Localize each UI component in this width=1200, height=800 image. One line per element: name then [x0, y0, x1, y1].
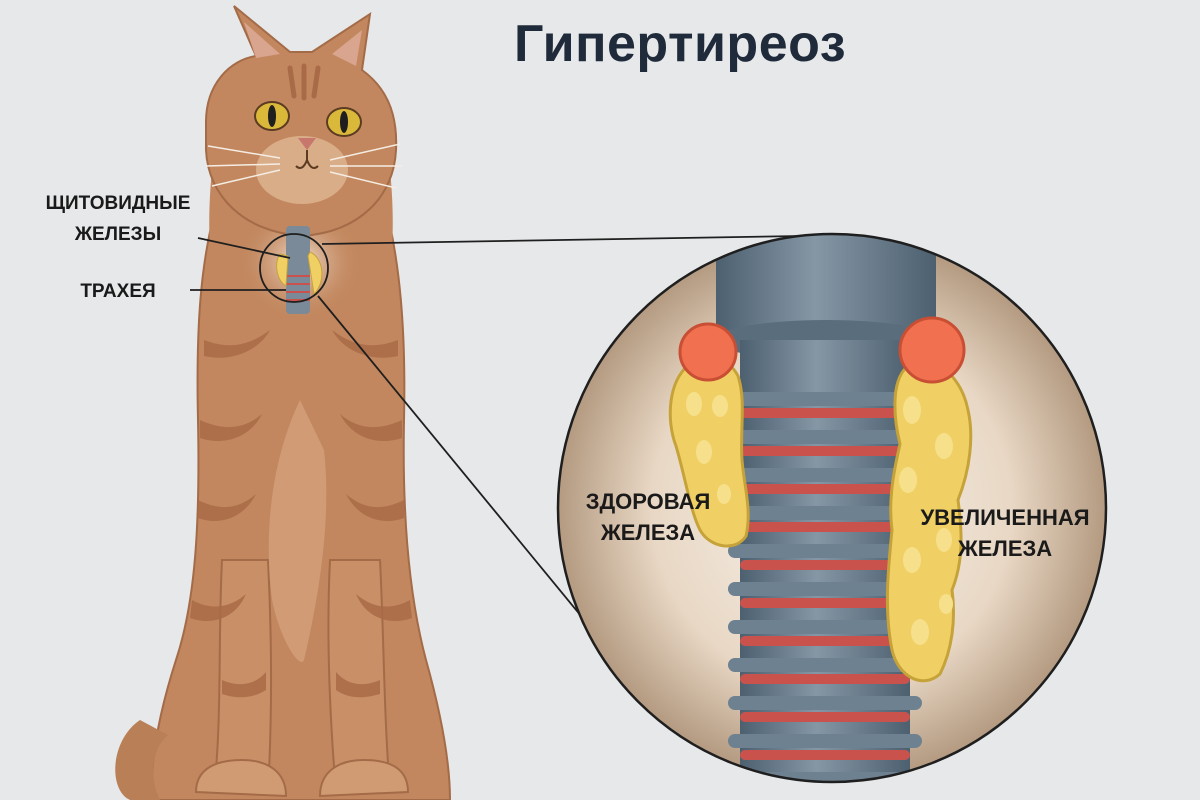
- thyroid-glands-label: ЩИТОВИДНЫЕ ЖЕЛЕЗЫ: [20, 188, 216, 250]
- thyroid-glands-label-line2: ЖЕЛЕЗЫ: [20, 219, 216, 250]
- page-title: Гипертиреоз: [480, 14, 880, 74]
- enlarged-gland-label-line2: ЖЕЛЕЗА: [900, 533, 1110, 564]
- cat-illustration: [115, 6, 450, 800]
- healthy-gland-label: ЗДОРОВАЯ ЖЕЛЕЗА: [560, 486, 736, 548]
- enlarged-gland-label: УВЕЛИЧЕННАЯ ЖЕЛЕЗА: [900, 502, 1110, 564]
- healthy-gland-label-line2: ЖЕЛЕЗА: [560, 517, 736, 548]
- enlarged-parathyroid: [900, 318, 964, 382]
- healthy-parathyroid: [680, 324, 736, 380]
- enlarged-gland-label-line1: УВЕЛИЧЕННАЯ: [900, 502, 1110, 533]
- cat-left-pupil: [268, 105, 276, 127]
- trachea-label: ТРАХЕЯ: [58, 276, 178, 307]
- cat-muzzle: [256, 136, 348, 204]
- thyroid-glands-label-line1: ЩИТОВИДНЫЕ: [20, 188, 216, 219]
- cat-right-pupil: [340, 111, 348, 133]
- healthy-gland-label-line1: ЗДОРОВАЯ: [560, 486, 736, 517]
